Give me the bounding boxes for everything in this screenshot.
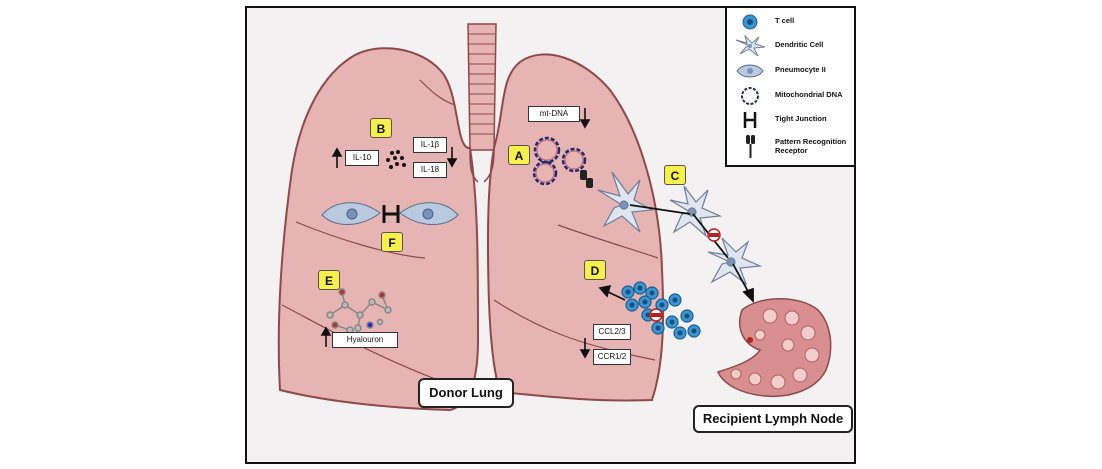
mt-dna-rings bbox=[532, 136, 587, 186]
badge-c: C bbox=[664, 165, 686, 185]
badge-b: B bbox=[370, 118, 392, 138]
dendritic-cell-icon bbox=[735, 35, 766, 57]
t-cell-arrowhead bbox=[598, 284, 612, 298]
legend-label-t-cell: T cell bbox=[775, 16, 795, 25]
legend-label-dendritic-cell: Dendritic Cell bbox=[775, 40, 824, 49]
down-arrow-il bbox=[446, 158, 458, 168]
cytokine-particles bbox=[386, 150, 406, 169]
receptor-icon bbox=[746, 135, 755, 158]
donor-lung-label: Donor Lung bbox=[418, 378, 514, 408]
up-arrow-hyalouron bbox=[320, 326, 332, 336]
label-il18: IL-18 bbox=[413, 162, 447, 178]
down-arrow-ccl bbox=[579, 349, 591, 359]
label-ccr12: CCR1/2 bbox=[593, 349, 631, 365]
legend-item-receptor: Pattern Recognition Receptor bbox=[731, 132, 856, 162]
lymph-node bbox=[716, 298, 832, 398]
legend: T cell Dendritic Cell Pneumocyte II Mito… bbox=[725, 6, 856, 167]
mitochondrial-dna-icon bbox=[741, 87, 759, 105]
badge-f: F bbox=[381, 232, 403, 252]
tight-junction-icon bbox=[743, 112, 757, 128]
inhibition-symbol-tcell bbox=[649, 308, 663, 322]
badge-e: E bbox=[318, 270, 340, 290]
right-lung bbox=[486, 53, 665, 402]
legend-item-t-cell: T cell bbox=[731, 11, 856, 33]
badge-d: D bbox=[584, 260, 606, 280]
label-il10: IL-10 bbox=[345, 150, 379, 166]
dendritic-cell-1 bbox=[597, 171, 654, 233]
legend-item-tight-junction: Tight Junction bbox=[731, 109, 856, 131]
down-arrow-mtdna bbox=[579, 119, 591, 129]
label-mt-dna: mt-DNA bbox=[528, 106, 580, 122]
pattern-recognition-receptor bbox=[580, 170, 593, 188]
pneumocyte-pair bbox=[321, 202, 459, 225]
t-cell-icon bbox=[742, 14, 758, 30]
legend-item-pneumocyte: Pneumocyte II bbox=[731, 60, 856, 82]
legend-label-mitochondrial-dna: Mitochondrial DNA bbox=[775, 90, 843, 99]
trachea bbox=[467, 23, 497, 151]
badge-a: A bbox=[508, 145, 530, 165]
migration-arrowhead bbox=[742, 287, 754, 304]
dendritic-cell-3 bbox=[707, 237, 763, 286]
pneumocyte-icon bbox=[736, 64, 764, 78]
legend-label-pneumocyte: Pneumocyte II bbox=[775, 65, 826, 74]
tight-junction bbox=[382, 205, 400, 223]
label-ccl23: CCL2/3 bbox=[593, 324, 631, 340]
t-cell-cluster bbox=[621, 281, 701, 340]
legend-item-dendritic-cell: Dendritic Cell bbox=[731, 35, 856, 57]
label-il1b: IL-1β bbox=[413, 137, 447, 153]
recipient-lymph-node-label: Recipient Lymph Node bbox=[693, 405, 853, 433]
inhibition-symbol-dc bbox=[707, 228, 721, 242]
legend-item-mitochondrial-dna: Mitochondrial DNA bbox=[731, 85, 856, 107]
hyalouron-molecule bbox=[326, 288, 392, 334]
up-arrow-il10 bbox=[331, 147, 343, 157]
legend-label-tight-junction: Tight Junction bbox=[775, 114, 827, 123]
legend-label-receptor: Pattern Recognition Receptor bbox=[775, 137, 847, 155]
label-hyalouron: Hyalouron bbox=[332, 332, 398, 348]
